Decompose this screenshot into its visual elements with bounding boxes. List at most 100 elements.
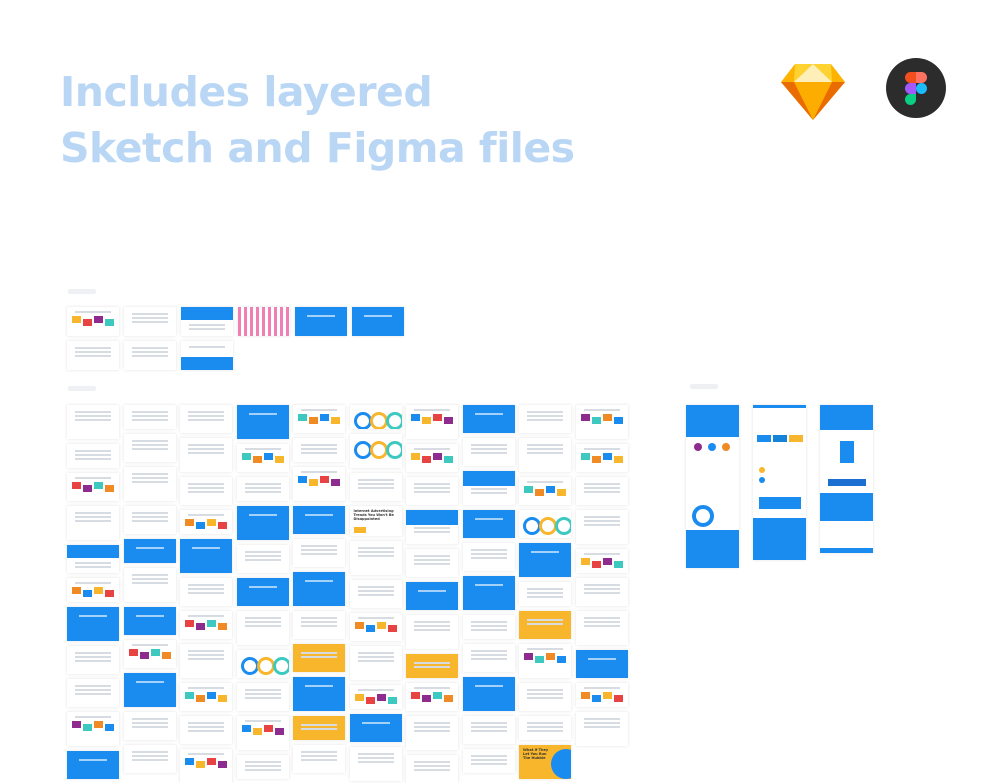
artboard-thumbnail[interactable]: [293, 506, 345, 534]
artboard-thumbnail[interactable]: [293, 644, 345, 672]
artboard-thumbnail[interactable]: [67, 646, 119, 674]
artboard-thumbnail[interactable]: [349, 613, 402, 641]
artboard-thumbnail[interactable]: [462, 438, 515, 466]
artboard-thumbnail[interactable]: [236, 545, 289, 573]
artboard-thumbnail[interactable]: [406, 405, 458, 439]
artboard-thumbnail[interactable]: [519, 405, 571, 433]
artboard-thumbnail[interactable]: [180, 405, 232, 433]
artboard-thumbnail[interactable]: [293, 467, 345, 501]
artboard-thumbnail[interactable]: What If They Let You Run The Hubble: [519, 745, 571, 779]
artboard-thumbnail[interactable]: [352, 307, 404, 336]
artboard-thumbnail[interactable]: [123, 467, 176, 501]
artboard-thumbnail[interactable]: [123, 434, 176, 462]
artboard-thumbnail[interactable]: [406, 582, 458, 610]
artboard-thumbnail[interactable]: [181, 341, 233, 370]
artboard-thumbnail[interactable]: [293, 611, 345, 639]
artboard-thumbnail[interactable]: [406, 477, 458, 505]
artboard-thumbnail[interactable]: [462, 510, 515, 538]
artboard-thumbnail[interactable]: Internet Advertising Trends You Won't Be…: [349, 506, 402, 536]
artboard-thumbnail[interactable]: [575, 712, 628, 746]
artboard-thumbnail[interactable]: [180, 644, 232, 678]
artboard-thumbnail[interactable]: [575, 549, 628, 573]
artboard-thumbnail[interactable]: [180, 716, 232, 744]
artboard-thumbnail[interactable]: [180, 611, 232, 639]
artboard-thumbnail[interactable]: [67, 506, 119, 540]
artboard-thumbnail[interactable]: [462, 716, 515, 744]
page-artboard-1[interactable]: [686, 405, 739, 568]
artboard-thumbnail[interactable]: [123, 568, 176, 602]
artboard-thumbnail[interactable]: [123, 506, 176, 534]
artboard-thumbnail[interactable]: [67, 712, 119, 746]
artboard-thumbnail[interactable]: [181, 307, 233, 336]
artboard-thumbnail[interactable]: [293, 677, 345, 711]
artboard-thumbnail[interactable]: [293, 572, 345, 606]
artboard-thumbnail[interactable]: [293, 745, 345, 773]
artboard-thumbnail[interactable]: [67, 444, 119, 468]
artboard-thumbnail[interactable]: [236, 578, 289, 606]
artboard-thumbnail[interactable]: [349, 405, 402, 429]
artboard-thumbnail[interactable]: [67, 578, 119, 602]
artboard-thumbnail[interactable]: [236, 405, 289, 439]
artboard-thumbnail[interactable]: [123, 539, 176, 563]
artboard-thumbnail[interactable]: [462, 405, 515, 433]
artboard-thumbnail[interactable]: [519, 644, 571, 678]
artboard-thumbnail[interactable]: [293, 405, 345, 433]
artboard-thumbnail[interactable]: [406, 755, 458, 783]
artboard-thumbnail[interactable]: [575, 650, 628, 678]
artboard-thumbnail[interactable]: [180, 510, 232, 534]
page-artboard-3[interactable]: [820, 405, 873, 553]
artboard-thumbnail[interactable]: [349, 541, 402, 575]
artboard-thumbnail[interactable]: [349, 747, 402, 781]
artboard-thumbnail[interactable]: [575, 444, 628, 472]
artboard-thumbnail[interactable]: [519, 477, 571, 505]
artboard-thumbnail[interactable]: [519, 582, 571, 606]
artboard-thumbnail[interactable]: [180, 477, 232, 505]
artboard-thumbnail[interactable]: [575, 510, 628, 544]
artboard-thumbnail[interactable]: [406, 444, 458, 472]
artboard-thumbnail[interactable]: [295, 307, 347, 336]
artboard-thumbnail[interactable]: [406, 615, 458, 649]
artboard-thumbnail[interactable]: [67, 545, 119, 573]
artboard-thumbnail[interactable]: [519, 683, 571, 711]
artboard-thumbnail[interactable]: [67, 679, 119, 707]
artboard-thumbnail[interactable]: [519, 543, 571, 577]
artboard-thumbnail[interactable]: [519, 438, 571, 472]
artboard-thumbnail[interactable]: [180, 578, 232, 606]
artboard-thumbnail[interactable]: [349, 685, 402, 709]
artboard-thumbnail[interactable]: [462, 749, 515, 773]
artboard-thumbnail[interactable]: [67, 751, 119, 779]
artboard-thumbnail[interactable]: [124, 341, 176, 370]
artboard-thumbnail[interactable]: [462, 615, 515, 639]
artboard-thumbnail[interactable]: [236, 477, 289, 501]
artboard-thumbnail[interactable]: [349, 646, 402, 680]
artboard-thumbnail[interactable]: [349, 714, 402, 742]
artboard-thumbnail[interactable]: [67, 341, 119, 370]
artboard-thumbnail[interactable]: [406, 549, 458, 577]
artboard-thumbnail[interactable]: [462, 576, 515, 610]
artboard-thumbnail[interactable]: [236, 611, 289, 645]
artboard-thumbnail[interactable]: [575, 611, 628, 645]
artboard-thumbnail[interactable]: [462, 677, 515, 711]
artboard-thumbnail[interactable]: [349, 473, 402, 501]
artboard-thumbnail[interactable]: [123, 607, 176, 635]
artboard-thumbnail[interactable]: [406, 654, 458, 678]
artboard-thumbnail[interactable]: [349, 434, 402, 468]
artboard-thumbnail[interactable]: [238, 307, 290, 336]
artboard-thumbnail[interactable]: [180, 683, 232, 711]
artboard-thumbnail[interactable]: [575, 578, 628, 606]
artboard-thumbnail[interactable]: [462, 543, 515, 571]
artboard-thumbnail[interactable]: [180, 539, 232, 573]
artboard-thumbnail[interactable]: [67, 473, 119, 501]
artboard-thumbnail[interactable]: [67, 307, 119, 336]
artboard-thumbnail[interactable]: [293, 539, 345, 567]
page-artboard-2[interactable]: [753, 405, 806, 560]
artboard-thumbnail[interactable]: [462, 644, 515, 672]
artboard-thumbnail[interactable]: [236, 506, 289, 540]
artboard-thumbnail[interactable]: [293, 438, 345, 462]
artboard-thumbnail[interactable]: [236, 444, 289, 472]
artboard-thumbnail[interactable]: [406, 510, 458, 544]
artboard-thumbnail[interactable]: [124, 307, 176, 336]
artboard-thumbnail[interactable]: [123, 640, 176, 668]
artboard-thumbnail[interactable]: [236, 683, 289, 711]
artboard-thumbnail[interactable]: [180, 749, 232, 783]
